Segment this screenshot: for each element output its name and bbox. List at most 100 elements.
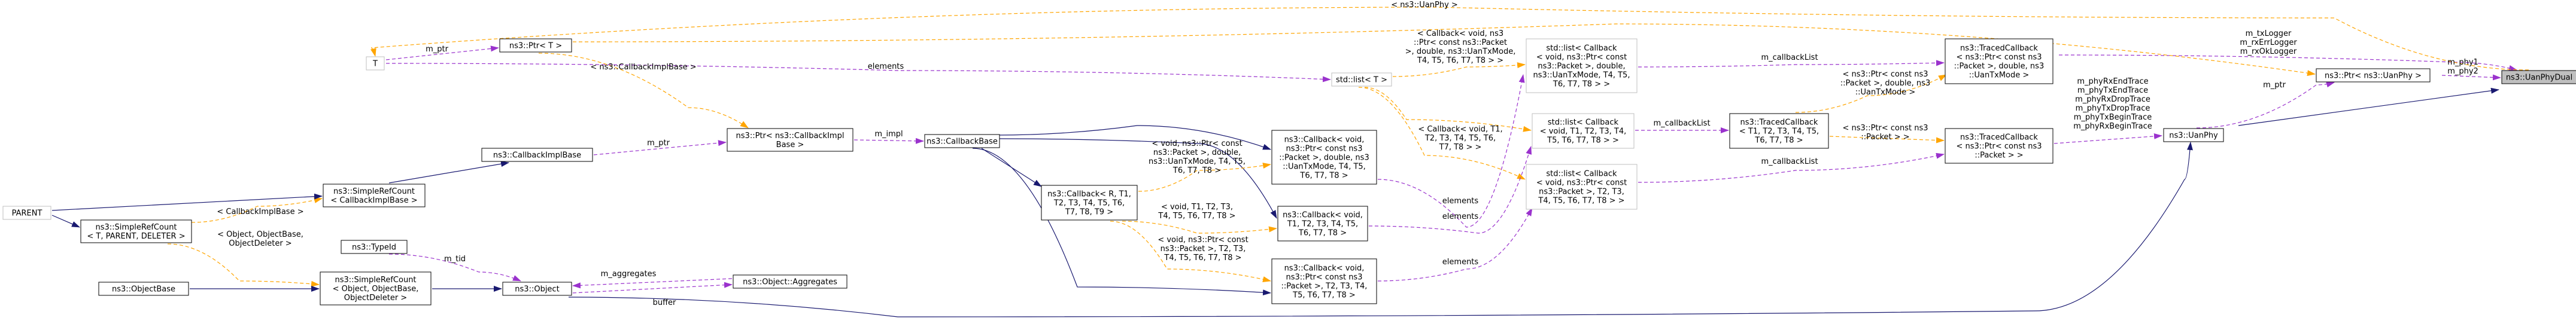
node-list-generic[interactable]: std::list< Callback< void, T1, T2, T3, T… [1532,113,1635,149]
node-box [1532,113,1635,149]
edge-label-line: m_rxErrLogger [2240,38,2297,47]
node-t[interactable]: T [366,56,385,71]
node-traced-generic[interactable]: ns3::TracedCallback< T1, T2, T3, T4, T5,… [1729,113,1829,149]
node-label-line: ns3::CallbackBase [926,138,998,146]
edge-list-t-to-list-uantxmode [1392,62,1526,77]
edge-label-line: < void, T1, T2, T3, [1161,203,1233,212]
node-box [80,219,192,243]
edge-srefcount-generic-to-srefcount-object [167,243,320,287]
node-typeid[interactable]: ns3::TypeId [341,240,408,254]
node-cbimplbase[interactable]: ns3::CallbackImplBase [481,148,593,162]
node-label-line: ::UanTxMode, T4, T5, [1283,163,1366,172]
edge-label-line: ns3::UanTxMode, T4, T5, [1149,157,1246,166]
node-ptr-t[interactable]: ns3::Ptr< T > [499,38,572,53]
node-label-line: ns3::Callback< R, T1, [1047,190,1131,199]
node-cb-void-generic[interactable]: ns3::Callback< void,T1, T2, T3, T4, T5,T… [1277,206,1368,242]
edge-line [51,215,80,228]
node-label-line: ns3::UanPhyDual [2506,74,2572,83]
node-uanphydual[interactable]: ns3::UanPhyDual [2501,70,2576,84]
edge-line [996,125,1271,150]
node-callbackbase[interactable]: ns3::CallbackBase [924,134,1000,148]
edge-line [388,253,521,282]
node-box [323,184,426,207]
node-label-line: PARENT [12,209,42,218]
node-label-line: std::list< Callback [1548,118,1619,127]
node-aggregates[interactable]: ns3::Object::Aggregates [733,274,847,289]
node-list-uantxmode[interactable]: std::list< Callback< void, ns3::Ptr< con… [1526,38,1638,93]
edge-label-line: ::UanTxMode > [1855,88,1916,97]
edge-line [568,142,2193,317]
edge-cb-generic-to-cb-void-uantxmode [1138,163,1271,192]
node-label-line: ns3::Object [515,285,559,294]
node-srefcount-generic[interactable]: ns3::SimpleRefCount< T, PARENT, DELETER … [80,219,192,243]
edge-label-line: < void, ns3::Ptr< const [1158,236,1248,245]
edge-label-line: < Callback< void, T1, [1418,125,1502,134]
node-label-line: ns3::UanTxMode, T4, T5, [1533,71,1630,80]
edge-line [2053,133,2162,144]
edge-callbackbase-to-cb-void-uantxmode [996,125,1271,150]
edge-line [1110,221,1271,282]
edge-line [538,53,749,129]
node-label-line: ObjectDeleter > [344,294,407,303]
node-parent[interactable]: PARENT [2,206,51,220]
edge-label-line: m_phyRxBeginTrace [2073,122,2152,131]
node-srefcount-cbimpl[interactable]: ns3::SimpleRefCount< CallbackImplBase > [323,184,426,207]
edge-line [1377,207,1533,282]
node-label-line: T6, T7, T8 > > [1553,80,1610,89]
edge-aggregates-to-object [572,278,733,289]
edge-line [1638,152,1945,183]
node-box [2,206,51,220]
node-objectbase[interactable]: ns3::ObjectBase [98,282,189,296]
node-box [924,134,1000,148]
edge-label-line: T2, T3, T4, T5, T6, [1424,134,1496,143]
edge-label-line: m_phy2 [2447,67,2478,76]
node-uanphy[interactable]: ns3::UanPhy [2163,128,2224,142]
edge-label-line: m_callbackList [1653,119,1710,128]
edge-label-line: ::Packet >, double, ns3 [1840,79,1930,88]
edge-label-line: T7, T8 > > [1439,143,1482,152]
node-cb-void-packet[interactable]: ns3::Callback< void,ns3::Ptr< const ns3:… [1271,258,1377,304]
node-ptr-cbimpl[interactable]: ns3::Ptr< ns3::CallbackImplBase > [727,128,853,152]
node-label-line: std::list< Callback [1546,44,1617,53]
edge-traced-uantxmode-to-uanphydual [2058,54,2517,71]
node-box [320,271,432,305]
node-label-line: ns3::Callback< void, [1284,264,1365,273]
node-traced-uantxmode[interactable]: ns3::TracedCallback< ns3::Ptr< const ns3… [1945,38,2053,84]
node-cb-generic[interactable]: ns3::Callback< R, T1,T2, T3, T4, T5, T6,… [1041,185,1138,221]
node-ptr-uanphy[interactable]: ns3::Ptr< ns3::UanPhy > [2316,68,2431,83]
edge-line [385,45,499,60]
edge-list-t-to-list-packet [1358,87,1526,180]
edge-line [191,197,323,223]
edge-label-line: T4, T5, T6, T7, T8 > > [1417,56,1503,65]
edge-label-line: ::Ptr< const ns3::Packet [1414,38,1507,47]
edge-line [385,63,1331,83]
node-label-line: < CallbackImplBase > [330,196,417,205]
node-box [1945,38,2053,84]
edge-label-line: elements [868,62,904,71]
edge-line [370,7,2529,71]
node-list-t[interactable]: std::list< T > [1331,72,1392,87]
edge-typeid-to-object [388,253,521,282]
node-label-line: ns3::Ptr< const ns3 [1286,273,1363,282]
edge-label-line: m_phyRxEndTrace [2077,77,2148,86]
edge-label-line: ::Packet > > [1861,133,1909,142]
node-srefcount-object[interactable]: ns3::SimpleRefCount< Object, ObjectBase,… [320,271,432,305]
node-cb-void-uantxmode[interactable]: ns3::Callback< void,ns3::Ptr< const ns3:… [1271,130,1377,185]
edge-label-line: m_phyTxBeginTrace [2074,113,2152,122]
node-label-line: < ns3::Ptr< const ns3 [1957,142,2042,151]
edge-label-line: >, double, ns3::UanTxMode, [1405,47,1516,56]
node-label-line: T2, T3, T4, T5, T6, [1053,199,1125,208]
edge-traced-generic-to-traced-uantxmode [1795,74,1947,113]
edge-label-line: m_impl [874,130,903,139]
node-box [733,274,847,289]
node-object[interactable]: ns3::Object [502,282,572,296]
node-list-packet[interactable]: std::list< Callback< void, ns3::Ptr< con… [1526,164,1638,210]
node-label-line: ns3::SimpleRefCount [333,187,415,196]
node-label-line: ns3::Ptr< T > [509,42,562,51]
edge-parent-to-srefcount-cbimpl [51,193,323,211]
edge-line [1829,136,1945,143]
node-traced-packet[interactable]: ns3::TracedCallback< ns3::Ptr< const ns3… [1945,128,2053,164]
edge-line [572,282,733,294]
node-box [1271,130,1377,185]
edge-line [1364,87,1532,132]
